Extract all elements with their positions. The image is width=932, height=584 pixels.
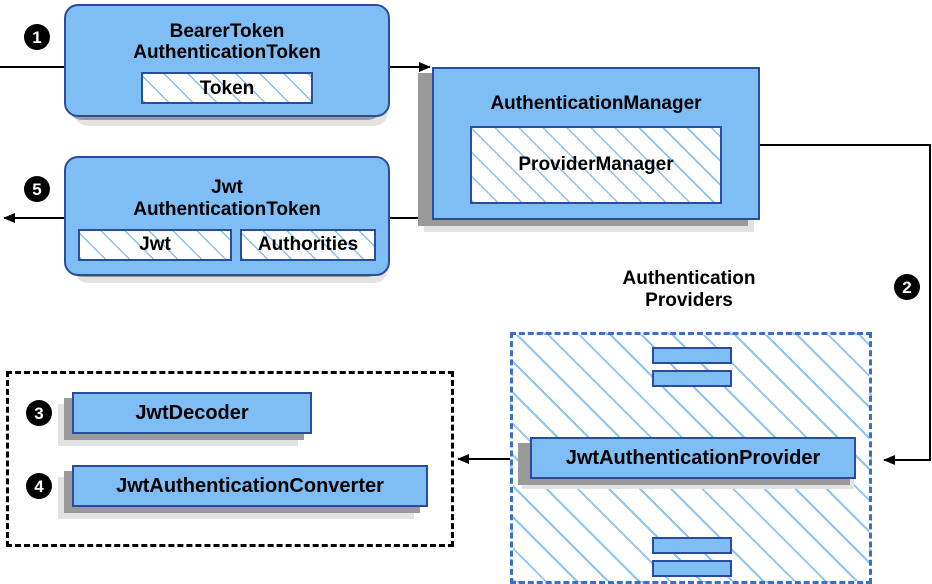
marker-4: 4 [26,473,52,499]
marker-1: 1 [24,24,50,50]
marker-3: 3 [26,400,52,426]
authentication-manager-box[interactable]: AuthenticationManager ProviderManager [432,67,760,220]
jwt-authentication-token-box[interactable]: Jwt AuthenticationToken Jwt Authorities [64,156,390,276]
other-provider-bar-top-2 [652,370,732,387]
jwt-authentication-provider-label: JwtAuthenticationProvider [565,446,821,469]
authentication-manager-title: AuthenticationManager [490,92,702,114]
jwt-authentication-converter-label: JwtAuthenticationConverter [116,474,384,497]
jwt-decoder-label: JwtDecoder [135,401,249,424]
provider-manager-label: ProviderManager [518,154,674,176]
marker-2: 2 [894,274,920,300]
jwt-token-title-line1: Jwt [211,177,243,199]
other-provider-bar-bottom-1 [652,537,732,554]
jwt-inner-label: Jwt [139,234,171,256]
bearer-token-box[interactable]: BearerToken AuthenticationToken Token [64,4,390,117]
bearer-token-title-line1: BearerToken [169,20,285,42]
jwt-authentication-provider-box[interactable]: JwtAuthenticationProvider [530,437,856,479]
authentication-providers-label-line2: Providers [645,289,733,311]
jwt-token-title-line2: AuthenticationToken [133,198,321,220]
authorities-inner-box: Authorities [240,228,376,261]
jwt-inner-box: Jwt [78,228,232,261]
authentication-providers-label-line1: Authentication [622,268,756,289]
token-inner-label: Token [199,77,255,99]
jwt-authentication-converter-box[interactable]: JwtAuthenticationConverter [72,465,428,507]
bearer-token-title-line2: AuthenticationToken [133,42,321,63]
token-inner-box: Token [141,72,313,105]
other-provider-bar-bottom-2 [652,560,732,577]
support-components-container [6,371,454,547]
jwt-decoder-box[interactable]: JwtDecoder [72,392,312,434]
marker-5: 5 [24,176,50,202]
arrow-manager-to-provider [760,144,931,465]
authorities-inner-label: Authorities [257,234,359,256]
provider-manager-inner-box: ProviderManager [470,126,722,205]
authentication-providers-label: Authentication Providers [566,268,812,312]
other-provider-bar-top-1 [652,347,732,364]
